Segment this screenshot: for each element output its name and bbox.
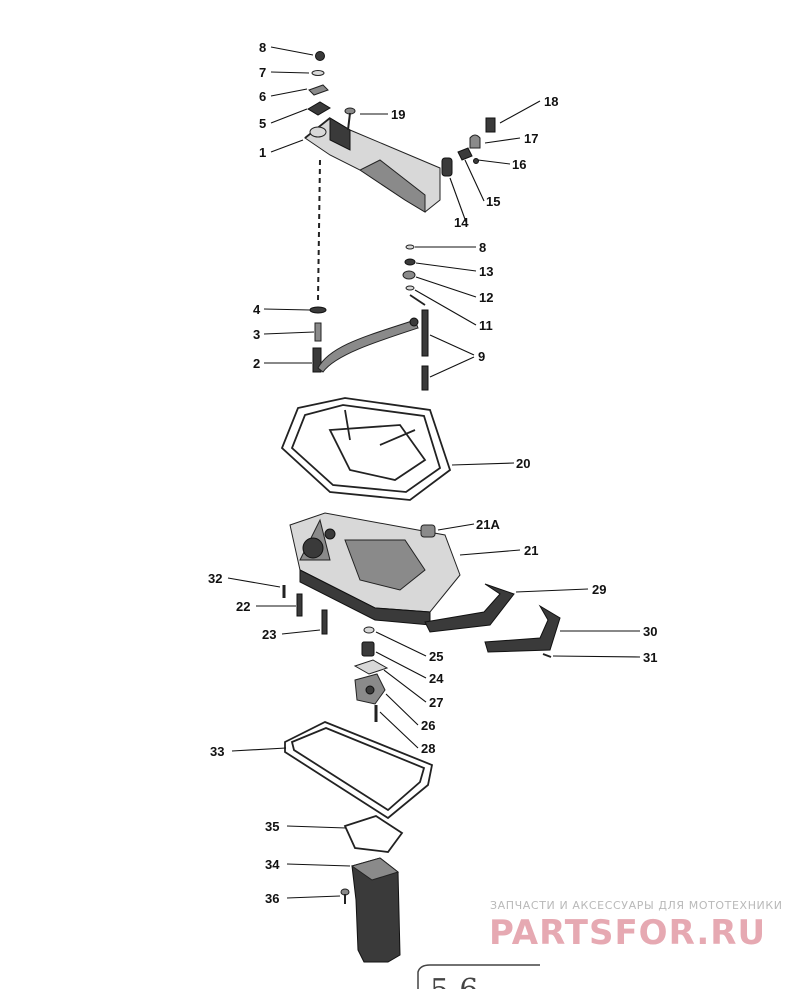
leader-lines [227,46,641,899]
callout-label: 6 [259,89,266,104]
part-screw-36 [340,888,350,904]
part-23 [321,609,328,635]
callout-label: 1 [259,145,266,160]
part-screw-31 [542,653,552,658]
part-washer-top [311,70,325,76]
part-gasket-33 [284,721,434,820]
page-number: 5-6 [430,973,478,989]
callout-label: 14 [454,215,469,230]
callout-label: 36 [265,891,279,906]
callout-label: 26 [421,718,435,733]
part-24 [361,641,375,657]
callout-label: 27 [429,695,443,710]
part-4 [309,306,327,314]
callout-label: 12 [479,290,493,305]
part-strap-29 [424,583,515,633]
part-strap-30 [484,604,561,653]
callout-label: 15 [486,194,500,209]
callout-label: 24 [429,671,444,686]
part-linkage-rod [312,317,419,373]
callout-label: 7 [259,65,266,80]
callout-label: 4 [253,302,261,317]
part-14 [441,157,453,177]
callout-label: 29 [592,582,606,597]
callout-label: 33 [210,744,224,759]
part-gasket-35 [343,815,404,853]
part-plate-top [307,101,331,116]
callout-label: 31 [643,650,657,665]
callout-label: 20 [516,456,530,471]
shaft-dashed-line [317,159,321,301]
part-bushing-top [308,84,329,96]
callout-label: 8 [259,40,266,55]
callout-label: 2 [253,356,260,371]
part-housing-34 [350,857,401,963]
part-3 [314,322,322,342]
callout-label: 3 [253,327,260,342]
watermark-logo: PARTSFOR.RU [489,913,766,953]
part-screw-19 [344,107,356,131]
callout-label: 17 [524,131,538,146]
callout-label: 16 [512,157,526,172]
part-adaptor-plate-21 [289,512,461,626]
callout-label: 34 [265,857,280,872]
callout-label: 28 [421,741,435,756]
callout-labels: 8 7 6 5 1 19 18 17 16 15 14 8 13 12 11 4… [208,40,657,906]
callout-label: 30 [643,624,657,639]
watermark-tagline: ЗАПЧАСТИ И АКСЕССУАРЫ ДЛЯ МОТОТЕХНИКИ [490,899,783,912]
part-shift-bracket [304,117,441,213]
callout-label: 32 [208,571,222,586]
part-21A [420,524,436,538]
part-nut-top [315,51,325,61]
callout-label: 25 [429,649,443,664]
callout-label: 22 [236,599,250,614]
part-22 [296,593,303,617]
part-25 [363,626,375,634]
part-gasket-20 [280,397,452,501]
callout-label: 8 [479,240,486,255]
part-18 [485,117,496,133]
callout-label: 21A [476,517,500,532]
callout-label: 23 [262,627,276,642]
page-number-box [417,964,540,989]
part-rod-9 [409,294,429,391]
part-27 [353,659,389,675]
callout-label: 35 [265,819,279,834]
callout-label: 21 [524,543,538,558]
callout-label: 13 [479,264,493,279]
callout-label: 18 [544,94,558,109]
part-26 [354,673,386,705]
part-middle-stack [402,244,416,291]
part-16 [457,147,479,164]
callout-label: 5 [259,116,266,131]
callout-label: 9 [478,349,485,364]
part-17 [469,134,481,149]
callout-label: 19 [391,107,405,122]
callout-label: 11 [479,318,493,333]
